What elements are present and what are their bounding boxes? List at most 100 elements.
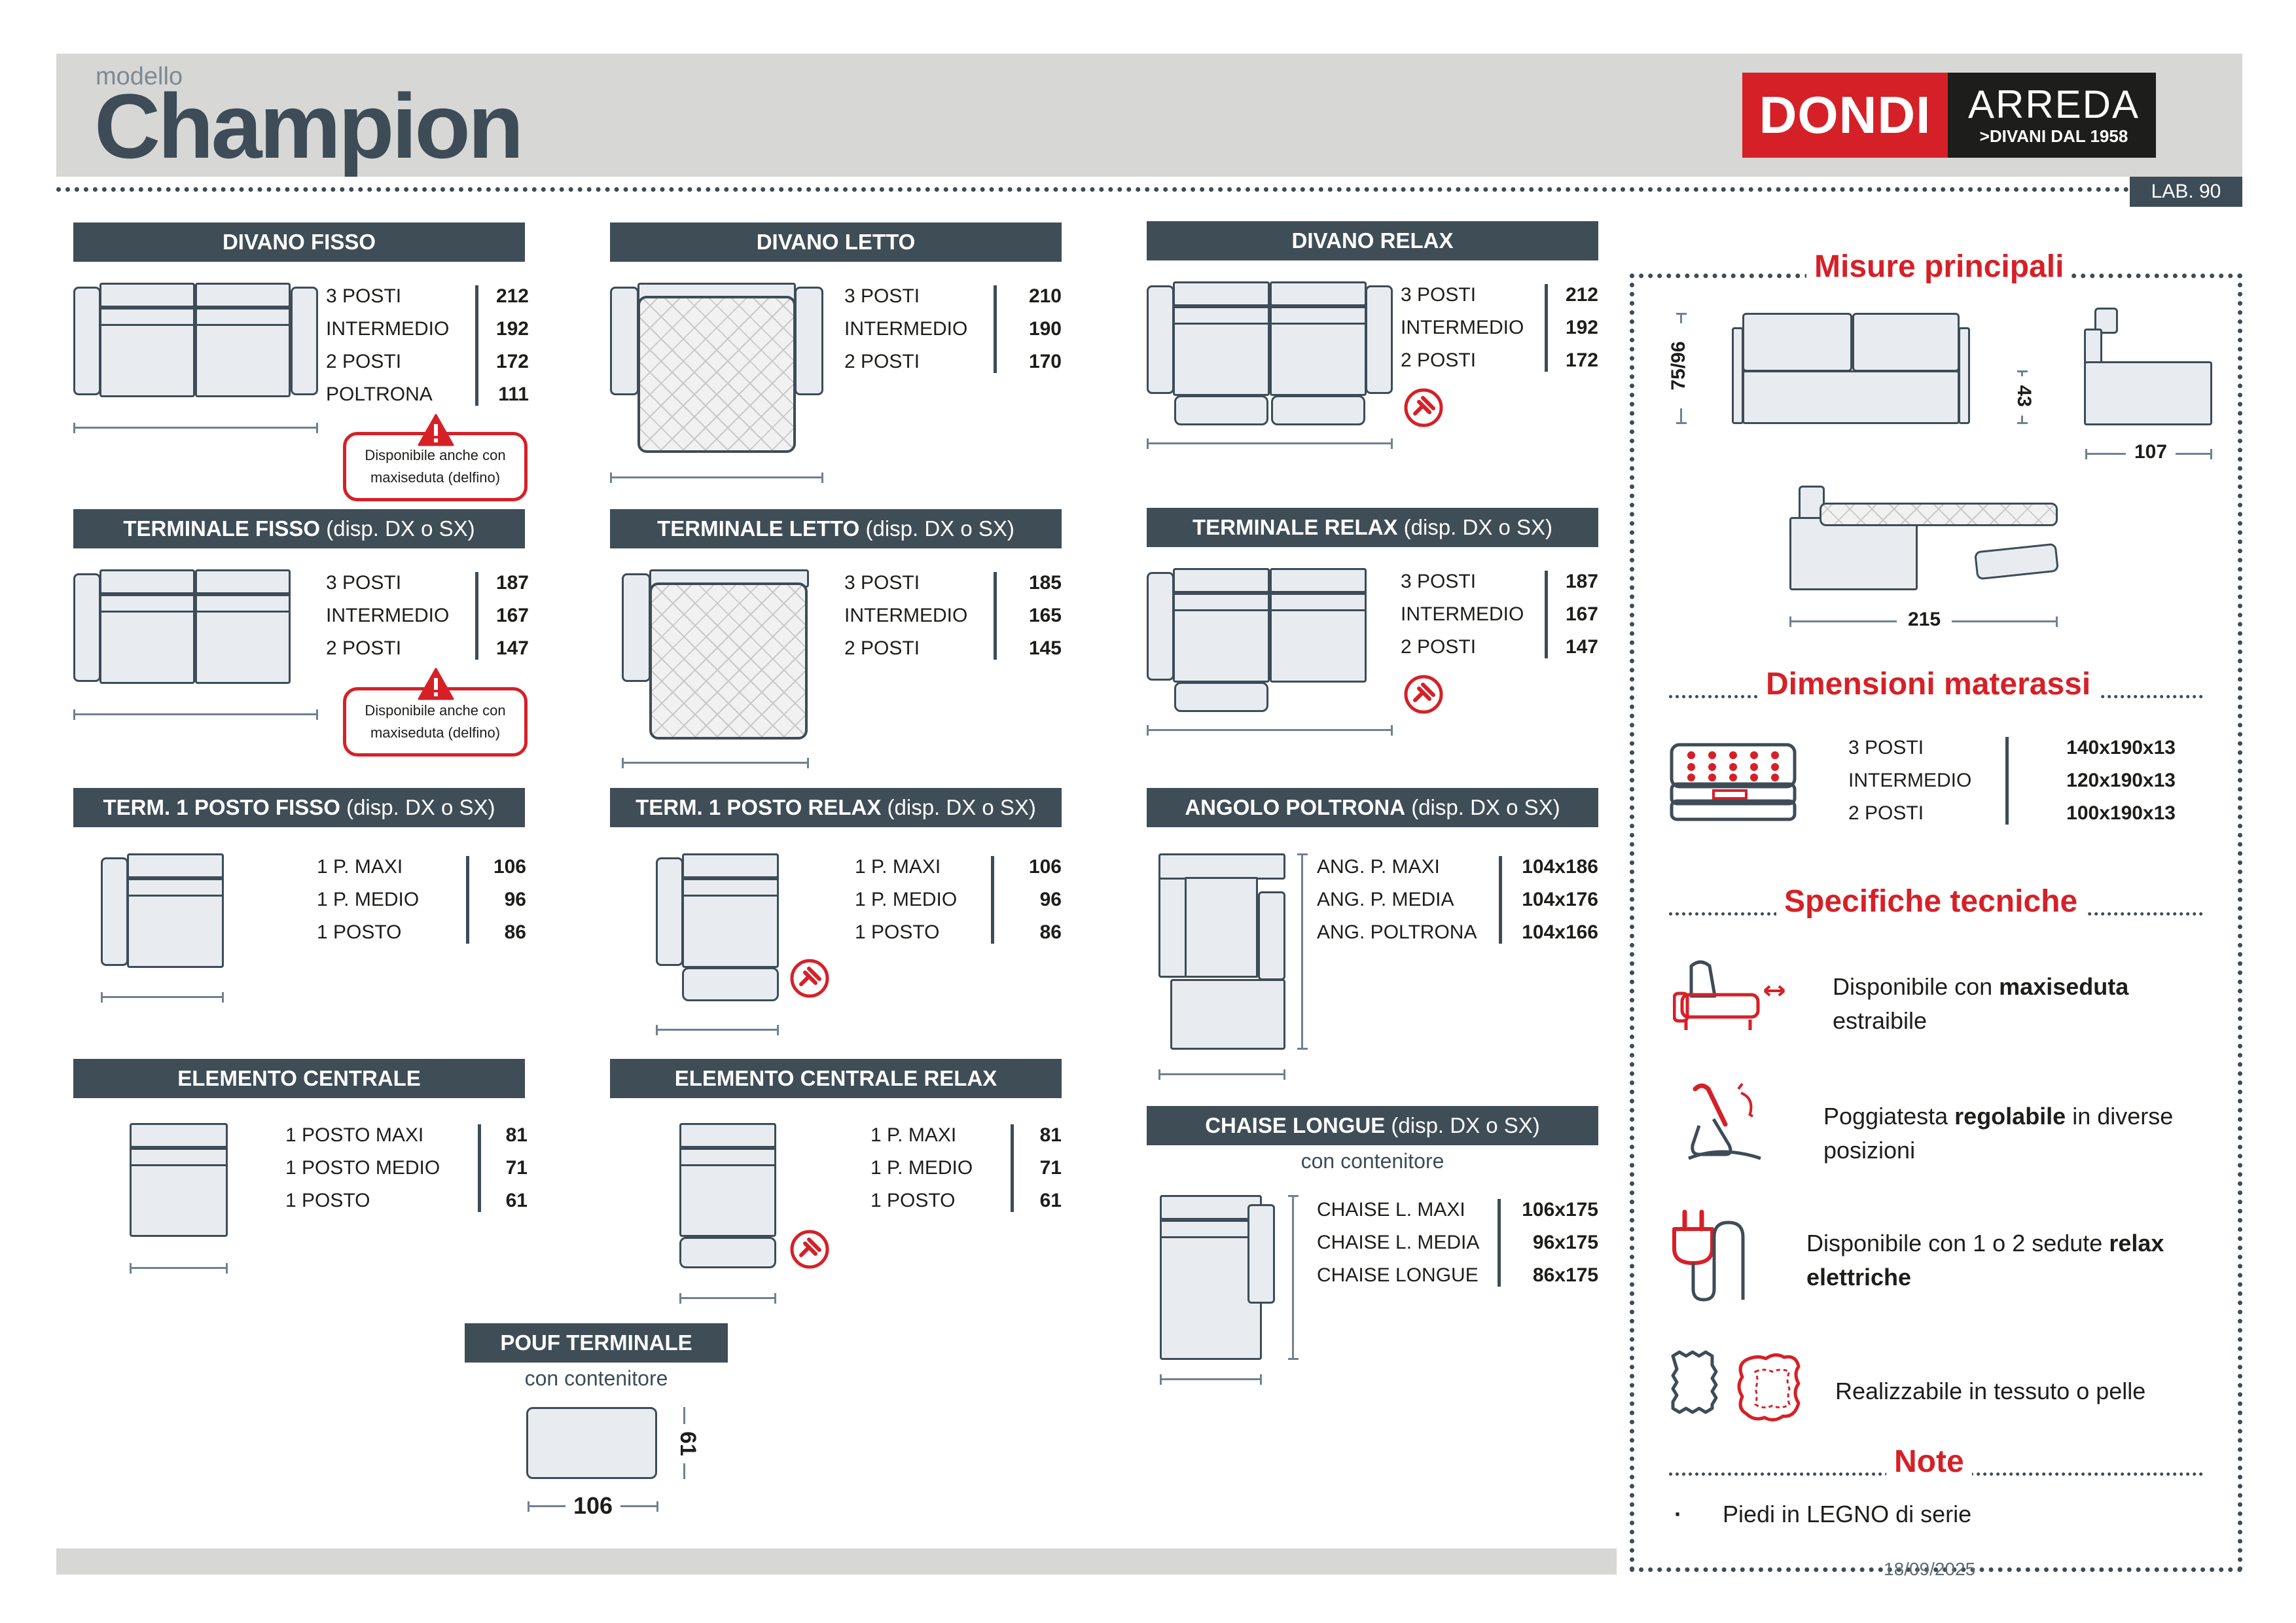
table-divider [1545,284,1548,372]
model-label: modello [96,63,183,90]
dimension-line [528,1505,565,1507]
size-value: 212 [495,285,529,307]
section-title-text: ELEMENTO CENTRALE [177,1066,421,1090]
size-label: 2 POSTI [1401,636,1477,658]
size-value: 120x190x13 [2066,770,2176,791]
size-label: 3 POSTI [326,285,402,307]
size-label: INTERMEDIO [1401,603,1524,625]
size-label: INTERMEDIO [844,605,968,626]
size-label: ANG. P. MAXI [1317,856,1440,878]
size-value: 86 [504,921,526,943]
size-value: 165 [1028,605,1062,626]
size-value: 86x175 [1532,1264,1598,1286]
table-divider [466,856,469,944]
logo-tagline-text: DIVANI DAL 1958 [1989,126,2128,146]
pouf-width-value: 106 [573,1492,613,1519]
size-value: 61 [1039,1190,1062,1211]
table-divider [475,285,478,406]
logo-tagline: >DIVANI DAL 1958 [1979,126,2128,146]
brand-logo: DONDI ARREDA >DIVANI DAL 1958 [1742,73,2156,158]
section-title-text: TERM. 1 POSTO RELAX [636,795,882,819]
section-title-text: TERMINALE RELAX [1192,515,1398,539]
section-title-angolo-poltrona: ANGOLO POLTRONA (disp. DX o SX) [1147,788,1598,827]
mattress-icon [637,296,796,453]
section-title-divano-letto: DIVANO LETTO [610,223,1062,262]
section-title-text: TERMINALE FISSO [123,516,321,541]
size-row: CHAISE LONGUE 86x175 [1317,1259,1598,1292]
size-row: 3 POSTI 185 [844,567,1062,599]
size-value: 104x166 [1522,921,1598,943]
dimensioni-materassi-title: Dimensioni materassi [1758,666,2099,702]
size-label: 1 P. MEDIO [870,1157,973,1179]
section-title-divano-relax: DIVANO RELAX [1147,221,1598,260]
section-title-terminale-fisso: TERMINALE FISSO (disp. DX o SX) [73,509,525,548]
mattress-icon [1820,503,2058,526]
headrest-icon [1688,1082,1761,1160]
size-label: INTERMEDIO [326,318,450,340]
section-title-text: POUF TERMINALE [500,1330,692,1355]
pouf-drawing [526,1407,657,1479]
table-divider [994,572,997,660]
width-dimension-line [73,709,318,720]
fabric-leather-icon [1671,1350,1801,1421]
section-title-text: TERM. 1 POSTO FISSO [103,795,340,819]
size-value: 71 [1039,1157,1062,1179]
section-title-terminale-relax: TERMINALE RELAX (disp. DX o SX) [1147,508,1598,547]
size-label: ANG. P. MEDIA [1317,889,1454,910]
spec-electric-relax: Disponibile con 1 o 2 sedute relax elett… [1806,1226,2186,1294]
size-value: 106 [1028,856,1062,878]
size-value: 192 [495,318,529,340]
section-title-elemento-centrale: ELEMENTO CENTRALE [73,1059,525,1098]
section-title-terminale-letto: TERMINALE LETTO (disp. DX o SX) [610,509,1062,548]
footer-date: 18/09/2025 [1884,1559,1976,1579]
depth-value: 107 [2126,441,2176,463]
size-row: INTERMEDIO 192 [326,313,529,346]
size-label: 3 POSTI [1401,571,1477,592]
spec-text: Poggiatesta [1823,1103,1955,1130]
size-value: 185 [1028,572,1062,594]
misure-principali-title: Misure principali [1806,249,2072,285]
section-title-text: ANGOLO POLTRONA [1185,795,1406,819]
size-label: CHAISE LONGUE [1317,1264,1479,1286]
section-disp-text: (disp. DX o SX) [1411,795,1560,819]
spec-fabric-leather: Realizzabile in tessuto o pelle [1835,1378,2146,1404]
size-value: 145 [1028,637,1062,659]
size-value: 81 [505,1124,528,1146]
table-divider [2005,737,2009,825]
footrest [682,967,779,1001]
size-label: 3 POSTI [844,572,920,594]
table-divider [478,1124,481,1212]
footer-band [56,1548,1617,1575]
width-dimension-line [1158,1069,1285,1080]
section-title-divano-fisso: DIVANO FISSO [73,223,525,262]
size-label: POLTRONA [326,383,433,405]
spec-text: in diverse posizioni [1823,1103,2174,1164]
section-disp-text: (disp. DX o SX) [1391,1113,1540,1137]
size-value: 187 [495,572,529,594]
size-value: 147 [495,637,529,659]
size-label: 2 POSTI [844,351,920,372]
size-label: INTERMEDIO [844,318,968,340]
section-disp-text: (disp. DX o SX) [887,795,1036,819]
size-value: 81 [1039,1124,1062,1146]
size-row: INTERMEDIO 165 [844,599,1062,632]
section-subtitle: con contenitore [524,1366,668,1390]
page-title: Champion [94,75,524,177]
size-label: 2 POSTI [1401,349,1477,371]
